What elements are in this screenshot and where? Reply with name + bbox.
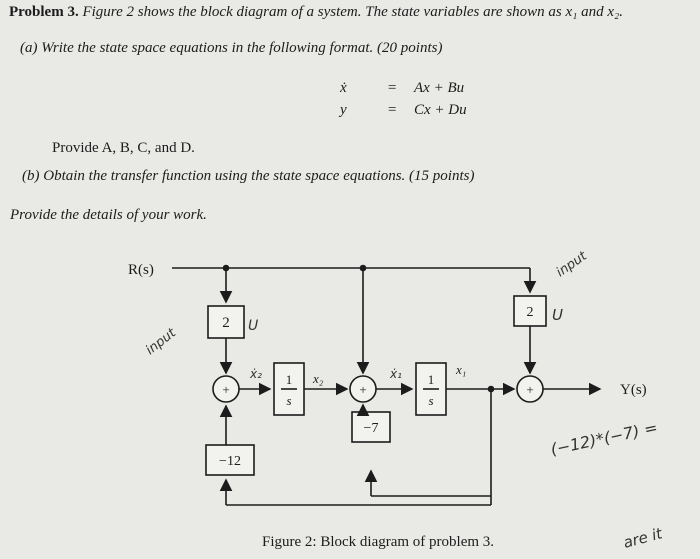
state-x1-label: x₁ — [455, 362, 466, 377]
handwritten-input-left: input — [143, 325, 179, 358]
eq1-lhs: ẋ — [340, 80, 347, 96]
problem-number: Problem 3. — [9, 4, 79, 20]
sum2-sign: + — [359, 382, 366, 397]
output-label: Y(s) — [620, 382, 647, 398]
provide-abcd-text: Provide A, B, C, and D. — [52, 140, 195, 156]
eq2-op: = — [386, 102, 398, 118]
eq1-rhs: Ax + Bu — [414, 80, 465, 96]
figure-caption: Figure 2: Block diagram of problem 3. — [262, 534, 495, 550]
feedback-mid-block — [351, 411, 391, 443]
eq2-lhs: y — [340, 102, 347, 118]
feedback-left-label: −12 — [219, 454, 241, 469]
gain-left-label: 2 — [222, 315, 230, 331]
handwritten-input-right: input — [554, 248, 591, 280]
problem-heading: Problem 3. Figure 2 shows the block diag… — [9, 4, 623, 21]
handwritten-calculation: (−12)*(−7) = — [549, 418, 659, 459]
part-a-text: (a) Write the state space equations in t… — [20, 40, 443, 56]
feedback-mid-label: −7 — [364, 421, 379, 436]
int1-numerator: 1 — [286, 372, 293, 387]
eq1-op: = — [386, 80, 398, 96]
handwritten-x1dot: ẋ₁ — [389, 367, 402, 381]
input-label: R(s) — [128, 262, 154, 278]
state-x2-label: x₂ — [312, 371, 324, 386]
eq2-rhs: Cx + Du — [414, 102, 467, 118]
gain-right-label: 2 — [527, 305, 534, 320]
int1-denominator: s — [286, 393, 291, 408]
handwritten-bottom-note: are it — [621, 524, 665, 552]
handwritten-u-left: U — [248, 318, 258, 334]
state-equation: ẋ = Ax + Bu — [340, 80, 464, 97]
int2-numerator: 1 — [428, 372, 435, 387]
gain-right-block — [513, 295, 547, 327]
handwritten-u-right: U — [552, 306, 563, 324]
sum1-sign: + — [222, 382, 229, 397]
feedback-left-block — [205, 444, 255, 476]
output-equation: y = Cx + Du — [340, 102, 467, 119]
gain-left-block — [207, 305, 245, 339]
part-b-text: (b) Obtain the transfer function using t… — [22, 168, 475, 184]
problem-statement: Figure 2 shows the block diagram of a sy… — [82, 4, 623, 20]
int2-denominator: s — [428, 393, 433, 408]
details-text: Provide the details of your work. — [10, 207, 207, 223]
handwritten-x2dot: ẋ₂ — [249, 367, 262, 381]
sum3-sign: + — [526, 382, 533, 397]
